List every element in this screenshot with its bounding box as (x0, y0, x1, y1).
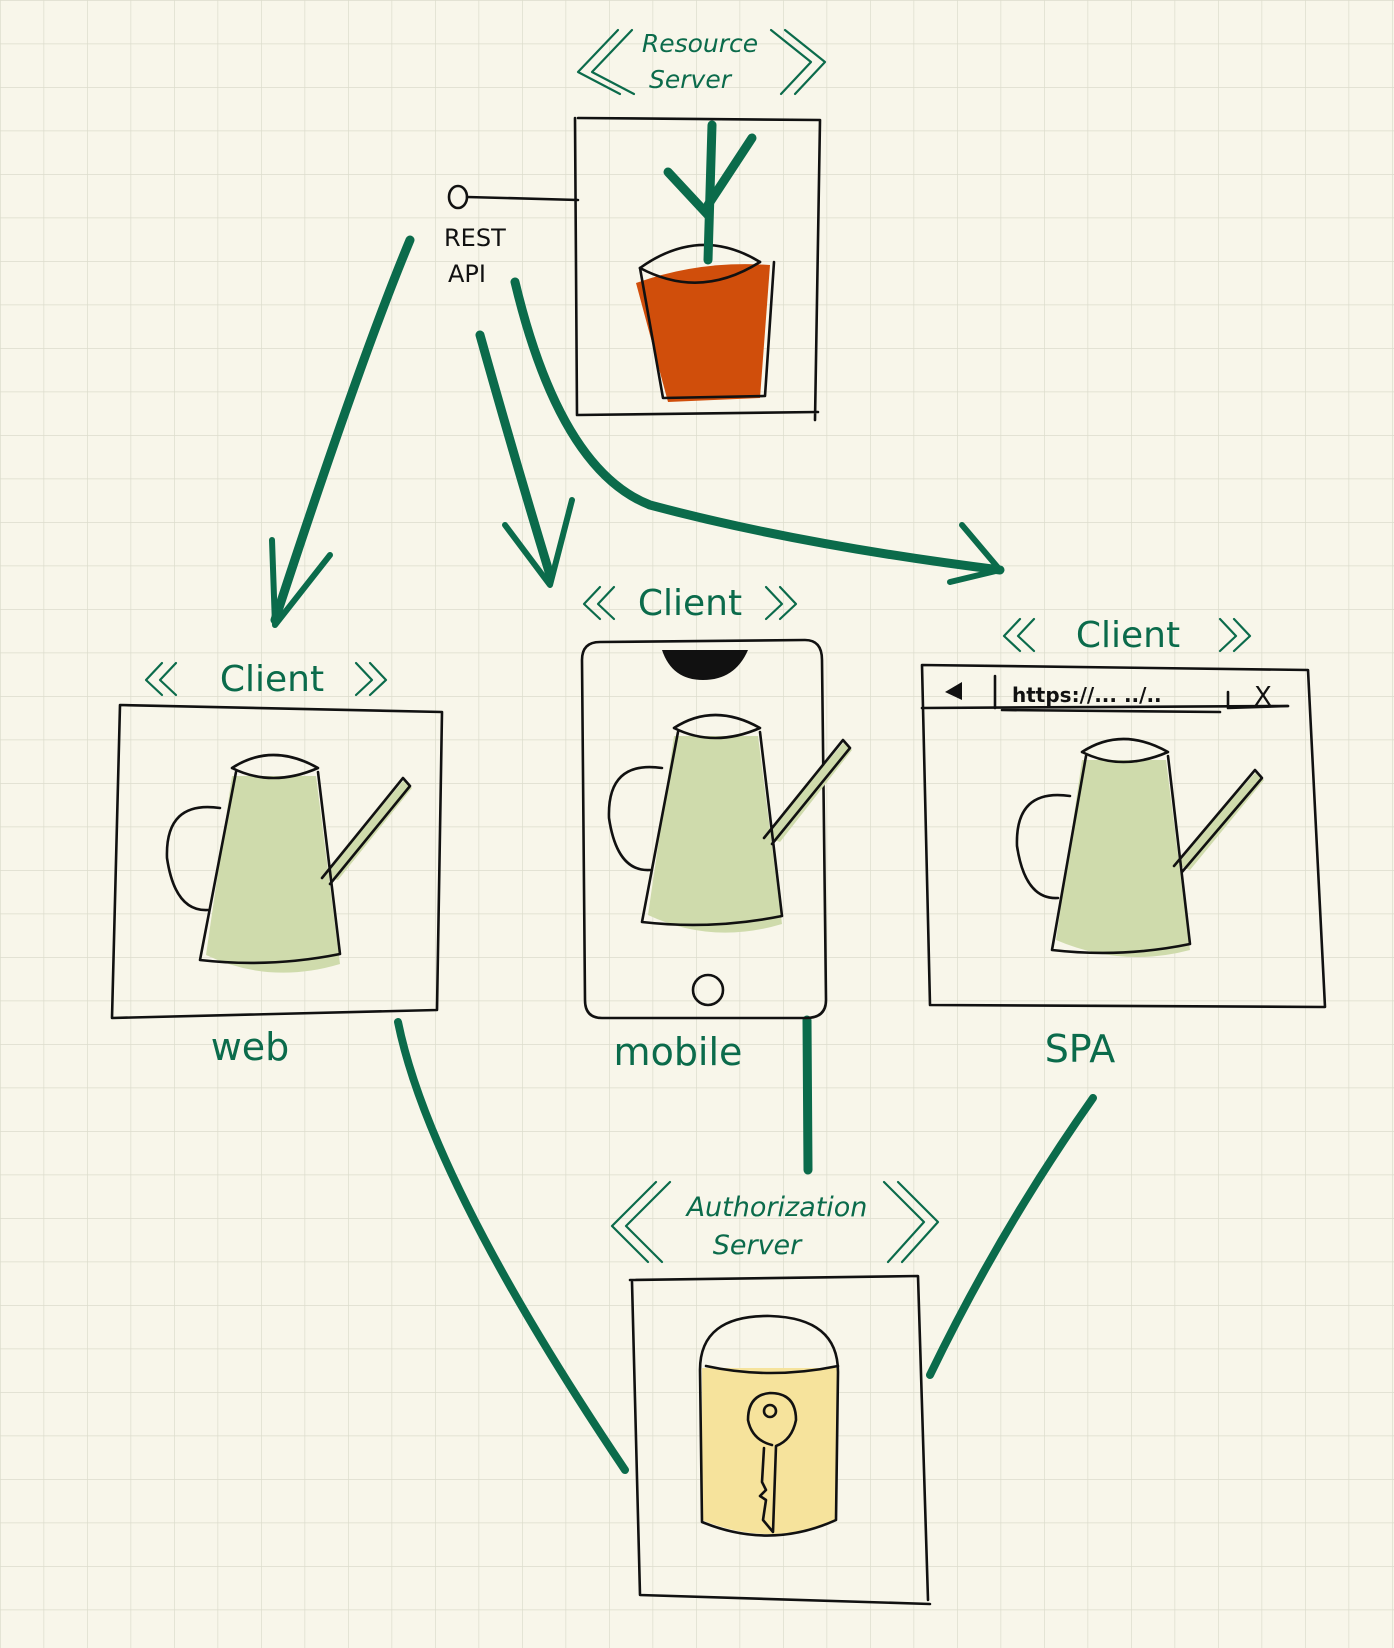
connector-mobile-to-authorization-server (802, 1015, 813, 1175)
rest-api-interface: REST API (444, 184, 580, 288)
connector-rest-api-to-spa (510, 277, 1005, 585)
authorization-server-stereotype: Authorization Server (610, 1180, 940, 1264)
browser-close-button[interactable]: X (1254, 682, 1272, 712)
web-client: Client web (110, 659, 444, 1069)
rest-api-label-line1: REST (444, 224, 506, 252)
spa-client-stereotype: Client (1002, 615, 1252, 656)
resource-server-stereotype: Resource Server (576, 28, 827, 96)
resource-server: Resource Server (573, 28, 827, 422)
rest-api-label-line2: API (448, 260, 486, 288)
mobile-client: Client mobile (580, 583, 852, 1074)
spa-client-stereotype-label: Client (1076, 615, 1180, 656)
phone-home-button-icon (691, 973, 725, 1007)
web-client-box (110, 703, 444, 1020)
connector-spa-to-authorization-server (926, 1094, 1097, 1379)
web-client-stereotype-label: Client (220, 659, 324, 700)
browser-url: https://... ../.. (1012, 683, 1162, 707)
authorization-server-stereotype-line2: Server (713, 1230, 803, 1261)
connector-web-to-authorization-server (394, 1018, 629, 1474)
resource-server-stereotype-line1: Resource (642, 29, 758, 58)
watering-can-icon (607, 713, 852, 933)
mobile-client-stereotype: Client (582, 583, 798, 624)
connector-rest-api-to-mobile (475, 330, 575, 588)
browser-toolbar-separator-right (1226, 690, 1290, 710)
watering-can-icon (1015, 737, 1264, 958)
mobile-client-label: mobile (614, 1030, 743, 1074)
web-client-label: web (211, 1025, 290, 1069)
key-safe-icon (698, 1314, 840, 1537)
web-client-stereotype: Client (144, 659, 388, 700)
spa-client: Client https://... ../.. X SPA (920, 615, 1327, 1071)
browser-address-underline (1000, 708, 1222, 714)
authorization-server: Authorization Server (610, 1180, 940, 1606)
browser-window-frame (920, 663, 1327, 1009)
potted-plant-icon (636, 120, 776, 402)
resource-server-stereotype-line2: Server (649, 65, 733, 94)
resource-server-box (573, 116, 822, 422)
phone-camera-notch-icon (662, 650, 748, 680)
mobile-client-stereotype-label: Client (638, 583, 742, 624)
browser-back-button[interactable] (945, 682, 962, 700)
authorization-server-box (628, 1274, 932, 1606)
watering-can-icon (165, 753, 412, 973)
spa-client-label: SPA (1045, 1027, 1116, 1071)
authorization-server-stereotype-line1: Authorization (685, 1192, 868, 1223)
connector-rest-api-to-web (269, 235, 415, 628)
phone-frame (580, 638, 828, 1020)
